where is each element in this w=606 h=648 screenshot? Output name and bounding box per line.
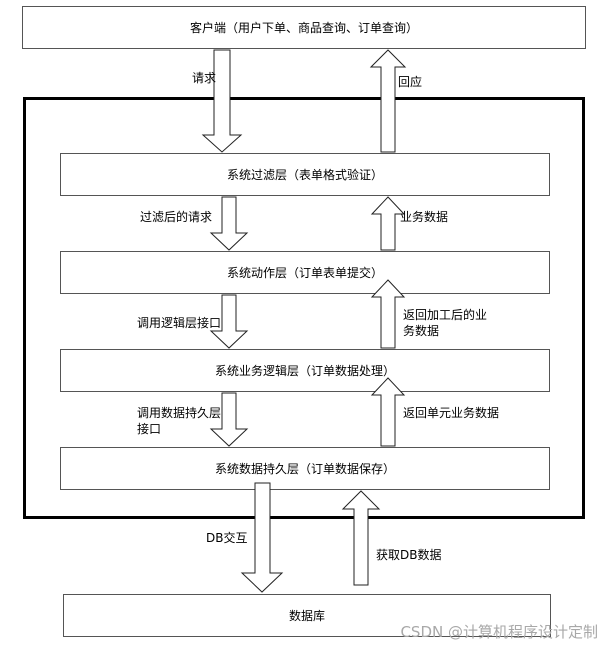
return-unit-arrow (370, 377, 406, 447)
return-processed-arrow (370, 279, 406, 349)
filter-layer-box: 系统过滤层（表单格式验证） (60, 153, 550, 196)
filter-layer-label: 系统过滤层（表单格式验证） (226, 168, 383, 182)
return-processed-label: 返回加工后的业务数据 (403, 308, 488, 338)
response-arrow (369, 49, 407, 153)
persistence-layer-label: 系统数据持久层（订单数据保存） (214, 462, 395, 476)
watermark: CSDN @计算机程序设计定制 (400, 623, 598, 641)
database-label: 数据库 (288, 609, 325, 623)
call-persist-label: 调用数据持久层接口 (137, 406, 222, 436)
persistence-layer-box: 系统数据持久层（订单数据保存） (60, 447, 550, 490)
call-logic-label: 调用逻辑层接口 (137, 316, 222, 330)
db-interact-arrow (240, 482, 284, 593)
business-logic-layer-label: 系统业务逻辑层（订单数据处理） (214, 364, 395, 378)
call-persist-arrow (209, 392, 249, 447)
fetch-db-arrow (341, 490, 381, 586)
request-label: 请求 (192, 71, 217, 85)
action-layer-label: 系统动作层（订单表单提交） (226, 266, 383, 280)
return-unit-label: 返回单元业务数据 (403, 406, 500, 420)
client-label: 客户端（用户下单、商品查询、订单查询） (189, 21, 418, 35)
client-box: 客户端（用户下单、商品查询、订单查询） (22, 6, 586, 49)
response-label: 回应 (398, 75, 423, 89)
fetch-db-label: 获取DB数据 (376, 548, 442, 562)
action-layer-box: 系统动作层（订单表单提交） (60, 251, 550, 294)
database-box: 数据库 (63, 594, 551, 637)
request-arrow (201, 49, 243, 153)
filtered-request-label: 过滤后的请求 (140, 210, 213, 224)
db-interact-label: DB交互 (206, 531, 248, 545)
call-logic-arrow (209, 294, 249, 349)
business-logic-layer-box: 系统业务逻辑层（订单数据处理） (60, 349, 550, 392)
business-data-label: 业务数据 (400, 210, 449, 224)
system-frame (23, 97, 585, 519)
business-data-arrow (370, 196, 406, 251)
filtered-request-arrow (209, 196, 249, 251)
